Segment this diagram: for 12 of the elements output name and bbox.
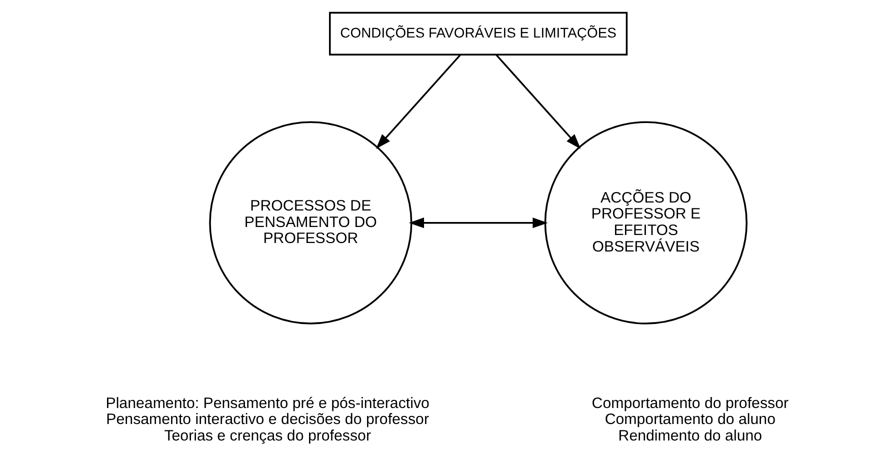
node-label: Comportamento do professor	[591, 394, 788, 412]
arrow	[408, 218, 548, 228]
node-label: Teorias e crenças do professor	[164, 427, 371, 444]
node-box: CONDIÇÕES FAVORÁVEIS E LIMITAÇÕES	[328, 12, 628, 56]
node-label: Pensamento interactivo e decisões do professor	[106, 411, 429, 428]
arrow	[375, 54, 461, 149]
node-circle: PROCESSOS DE PENSAMENTO DO PROFESSOR	[208, 121, 412, 324]
node-label: Planeamento: Pensamento pré e pós-interactivo	[105, 394, 429, 412]
arrow	[495, 54, 580, 149]
node-label: Rendimento do aluno	[618, 427, 762, 444]
node-label: Comportamento do aluno	[604, 411, 776, 428]
node-circle: ACÇÕES DO PROFESSOR E EFEITOS OBSERVÁVEIS	[544, 121, 747, 324]
